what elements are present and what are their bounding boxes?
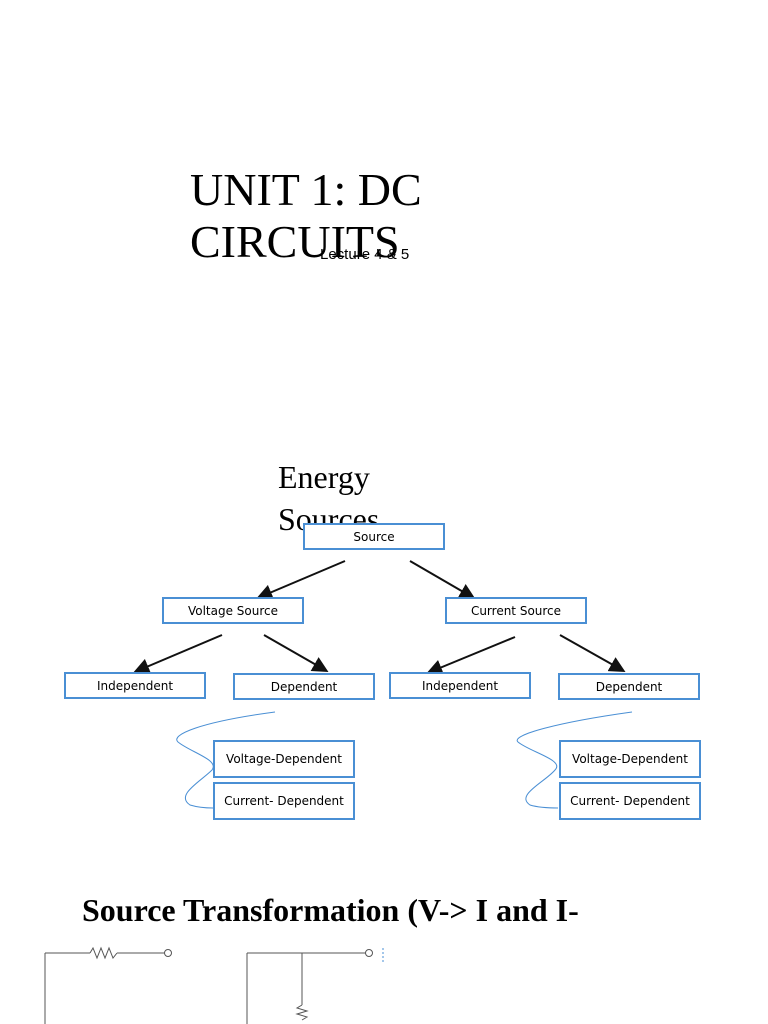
arrow-root-to-voltage [256,560,346,600]
circuit-voltage-source [44,946,172,1024]
unit-title-line2: CIRCUITS [190,216,400,267]
lecture-subtitle: Lecture 4 & 5 [320,246,410,263]
box-c-dep-voltage: Voltage-Dependent [559,740,701,778]
arrow-voltage-to-dependent [263,634,329,672]
arrow-current-to-dependent [559,634,626,672]
box-v-dep-voltage: Voltage-Dependent [213,740,355,778]
unit-title-line1: UNIT 1: DC [190,164,422,215]
terminal [164,949,172,957]
box-c-dep-current: Current- Dependent [559,782,701,820]
terminal [365,949,373,957]
box-voltage-source: Voltage Source [162,597,304,624]
box-current-dependent: Dependent [558,673,700,700]
arrow-root-to-current [409,560,476,600]
source-transformation-title: Source Transformation (V-> I and I- [82,892,579,928]
box-current-independent: Independent [389,672,531,699]
arrow-current-to-independent [426,636,516,675]
box-voltage-dependent: Dependent [233,673,375,700]
box-v-dep-current: Current- Dependent [213,782,355,820]
brace-left [176,711,276,809]
box-current-source: Current Source [445,597,587,624]
resistor-symbol [295,1004,309,1021]
arrow-voltage-to-independent [133,634,223,674]
brace-right [516,711,633,809]
resistor-symbol [89,946,118,960]
box-voltage-independent: Independent [64,672,206,699]
circuit-current-source [246,948,384,1024]
box-source: Source [303,523,445,550]
energy-sources-title-line1: Energy [278,459,370,495]
unit-title: UNIT 1: DC CIRCUITS [190,164,490,268]
